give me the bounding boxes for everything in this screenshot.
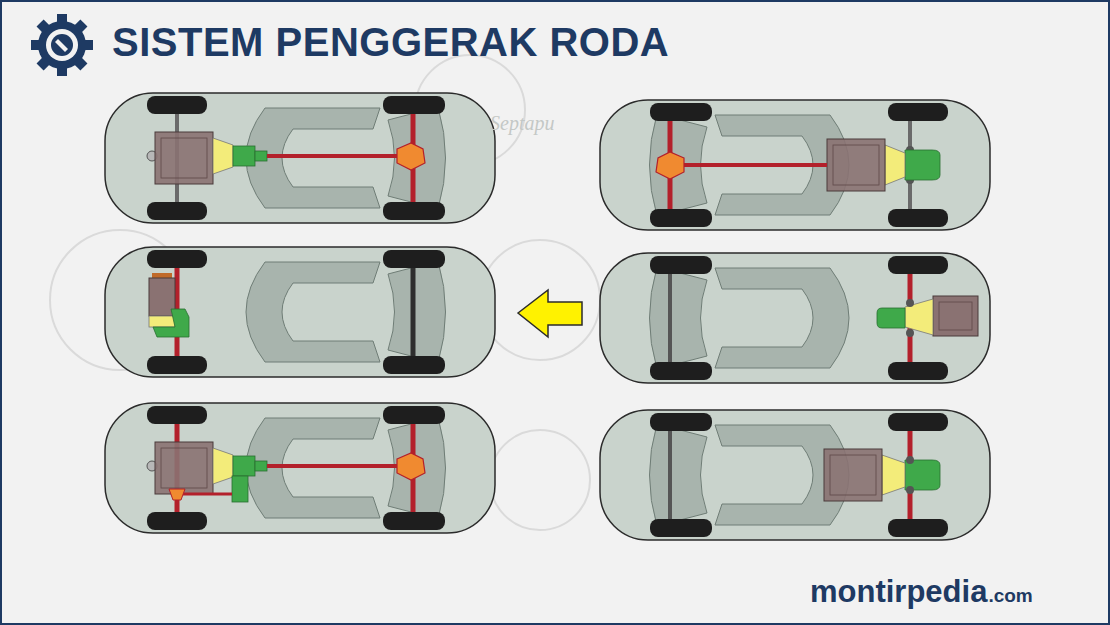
direction-arrow — [518, 290, 582, 337]
watermark: Septapu — [490, 112, 554, 135]
four-wheel-drive-car — [105, 403, 495, 533]
brand-domain: .com — [988, 585, 1032, 607]
page-title: SISTEM PENGGERAK RODA — [112, 20, 669, 65]
front-wheel-drive-car — [600, 410, 990, 540]
front-wheel-drive-car — [600, 253, 990, 383]
rear-wheel-drive-car — [105, 93, 495, 223]
rear-wheel-drive-car — [600, 100, 990, 230]
gear-icon — [31, 14, 93, 76]
front-wheel-drive-car — [105, 247, 495, 377]
brand-name: montirpedia — [810, 574, 987, 610]
